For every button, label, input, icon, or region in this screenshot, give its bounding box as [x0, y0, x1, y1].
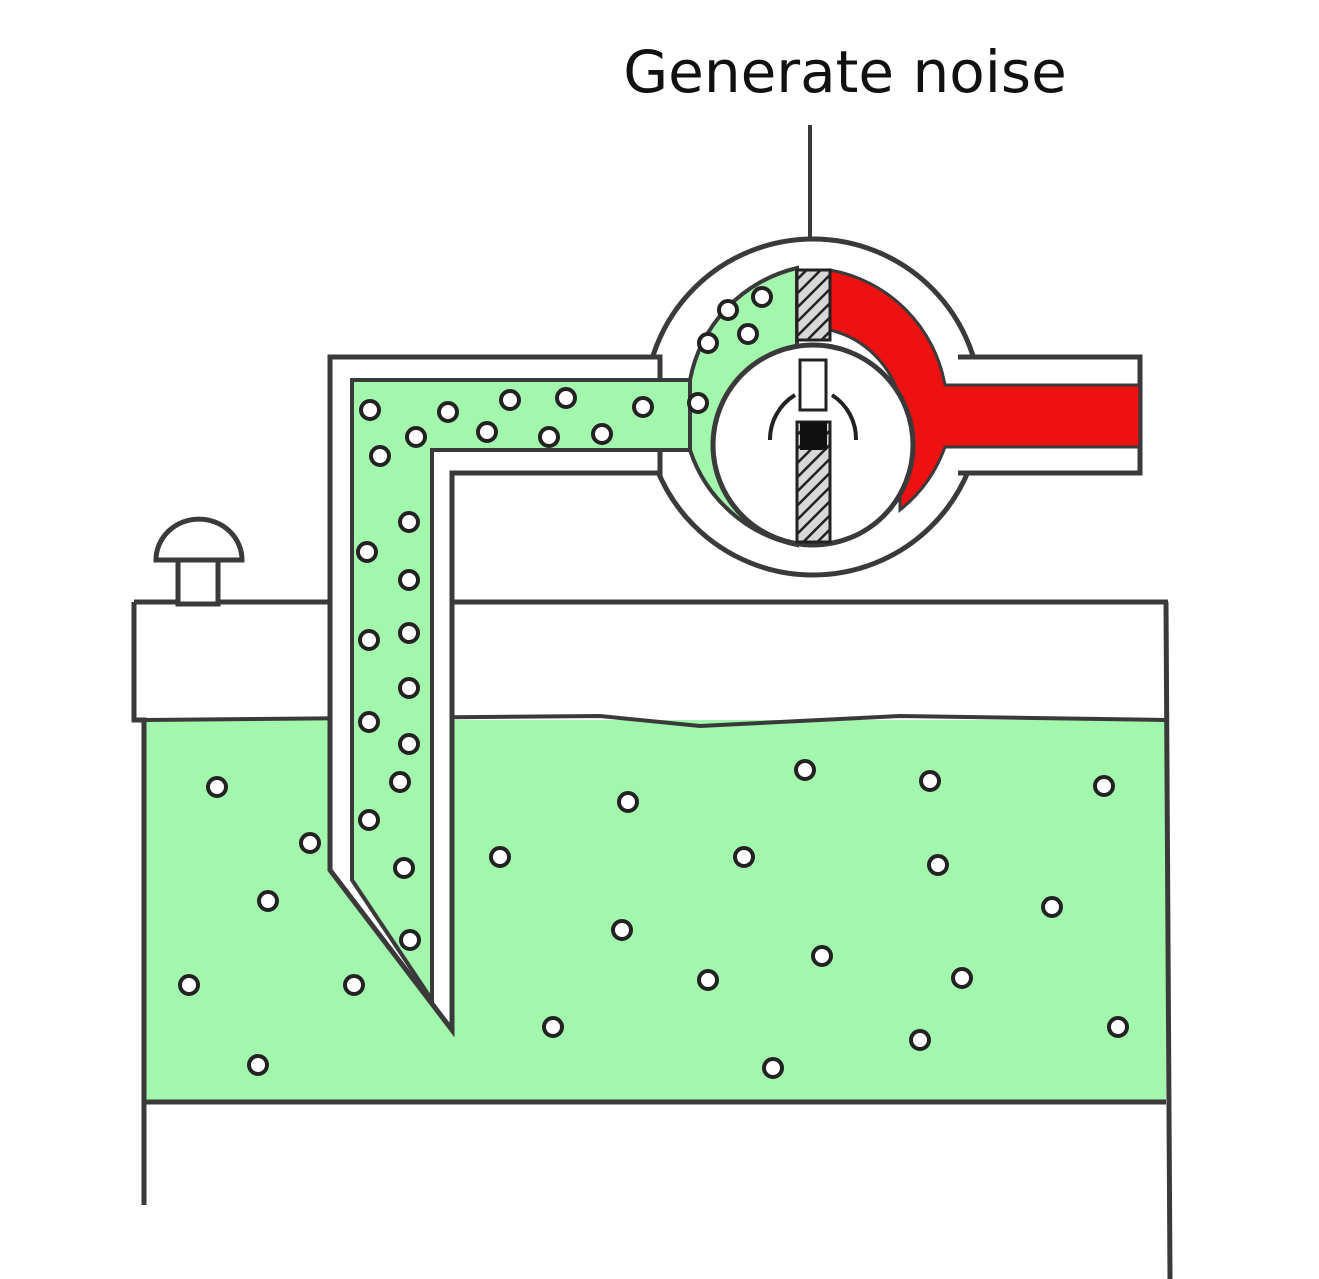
bubble: [1093, 775, 1115, 797]
bubble: [389, 771, 411, 793]
rotation-arc-right-icon: [830, 393, 859, 441]
bubble: [358, 809, 380, 831]
impeller-hub: [798, 358, 828, 412]
bubble: [398, 569, 420, 591]
bubble: [811, 945, 833, 967]
tank-left-wall: [131, 602, 147, 1205]
vent-cap-dome: [153, 516, 245, 563]
bubble: [369, 445, 391, 467]
bubble: [751, 286, 773, 308]
bubble: [632, 396, 654, 418]
bubble: [299, 832, 321, 854]
tank: [131, 599, 1173, 1279]
bubble: [794, 759, 816, 781]
bubble: [687, 392, 709, 414]
vent-cap: [153, 516, 245, 607]
bubble: [356, 541, 378, 563]
bubble: [257, 890, 279, 912]
annotation-label: Generate noise: [623, 38, 1067, 106]
bubble: [737, 323, 759, 345]
bubble: [393, 857, 415, 879]
bubble: [762, 1057, 784, 1079]
bubble: [398, 511, 420, 533]
bubble: [927, 854, 949, 876]
rotation-arc-left-icon: [767, 393, 797, 441]
bubble: [476, 421, 498, 443]
bubble: [733, 846, 755, 868]
bubble: [399, 929, 421, 951]
tank-right-wall: [1163, 601, 1173, 1279]
bubble: [717, 299, 739, 321]
bubble: [206, 776, 228, 798]
bubble: [697, 332, 719, 354]
bubble: [499, 389, 521, 411]
bubble: [358, 629, 380, 651]
bubble: [538, 426, 560, 448]
bubble: [358, 711, 380, 733]
impeller: [767, 268, 859, 544]
bubble: [247, 1054, 269, 1076]
bubble: [591, 423, 613, 445]
vent-cap-stem: [175, 557, 221, 607]
bubble: [555, 387, 577, 409]
bubble: [697, 969, 719, 991]
bubble: [489, 846, 511, 868]
bubble: [359, 399, 381, 421]
bubble: [919, 770, 941, 792]
bubble: [951, 967, 973, 989]
tank-liquid: [144, 720, 1166, 1102]
bubble: [343, 974, 365, 996]
bubble: [178, 974, 200, 996]
bubble: [398, 622, 420, 644]
bubble: [405, 426, 427, 448]
bubble: [398, 677, 420, 699]
bubble: [542, 1016, 564, 1038]
bubble: [398, 733, 420, 755]
bubble: [611, 919, 633, 941]
bubbles: [178, 286, 1129, 1079]
bubble: [1107, 1016, 1129, 1038]
bubble: [437, 401, 459, 423]
bubble: [1041, 896, 1063, 918]
bubble: [617, 791, 639, 813]
bubble: [909, 1029, 931, 1051]
impeller-lower-cap: [800, 422, 827, 450]
impeller-upper-blade: [795, 268, 832, 342]
